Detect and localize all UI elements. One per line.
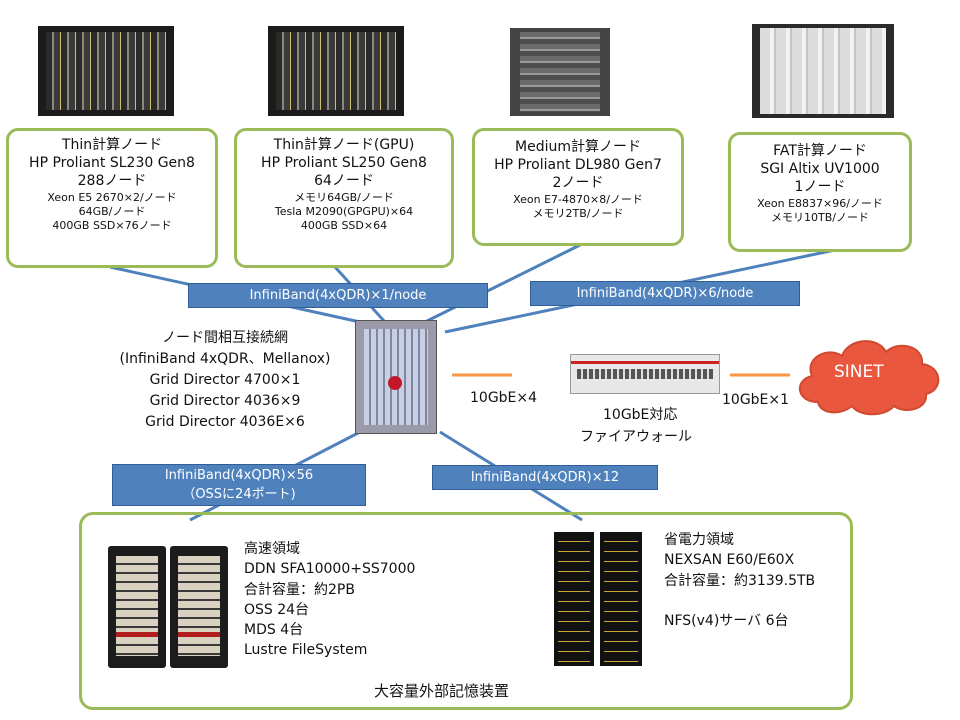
infiniband-switch-image xyxy=(355,320,437,434)
fast-storage-description: 高速領域 DDN SFA10000+SS7000 合計容量：約2PB OSS 2… xyxy=(244,539,415,661)
gpu-node-box: Thin計算ノード(GPU) HP Proliant SL250 Gen8 64… xyxy=(234,128,454,268)
eco-storage-spacer xyxy=(664,591,815,611)
link-medium-to-switch xyxy=(424,243,581,324)
interconnect-switch: Grid Director 4036×9 xyxy=(149,393,301,409)
nexsan-rack-image xyxy=(554,532,594,666)
ib-label-top-left: InfiniBand(4xQDR)×1/node xyxy=(188,283,488,308)
eco-storage-title: 省電力領域 xyxy=(664,532,734,548)
medium-node-box: Medium計算ノード HP Proliant DL980 Gen7 2ノード … xyxy=(472,128,684,246)
interconnect-description: ノード間相互接続網 (InfiniBand 4xQDR、Mellanox) Gr… xyxy=(100,328,350,433)
fast-storage-fs: Lustre FileSystem xyxy=(244,642,368,659)
node-detail: 400GB SSD×76ノード xyxy=(52,219,172,233)
node-detail: Xeon E5 2670×2/ノード xyxy=(47,190,177,204)
ib-label-bottom-right: InfiniBand(4xQDR)×12 xyxy=(432,465,658,490)
node-count: 2ノード xyxy=(552,175,604,192)
interconnect-switch: Grid Director 4700×1 xyxy=(149,372,301,388)
node-model: HP Proliant SL230 Gen8 xyxy=(29,155,195,172)
fast-storage-mds: MDS 4台 xyxy=(244,622,304,639)
node-model: HP Proliant SL250 Gen8 xyxy=(261,155,427,172)
gpu-node-rack-photo xyxy=(268,26,404,116)
ib-label-top-right: InfiniBand(4xQDR)×6/node xyxy=(530,281,800,306)
storage-caption: 大容量外部記憶装置 xyxy=(374,682,510,700)
sinet-cloud-icon xyxy=(799,340,940,416)
eco-storage-capacity: 合計容量：約3139.5TB xyxy=(664,572,816,589)
fat-node-rack-photo xyxy=(752,24,894,118)
fast-storage-title: 高速領域 xyxy=(244,541,300,557)
sinet-label: SINET xyxy=(834,362,884,382)
ib-label-bottom-left-line2: （OSSに24ポート) xyxy=(182,487,296,502)
node-detail: Tesla M2090(GPGPU)×64 xyxy=(274,204,414,218)
eth-label-right: 10GbE×1 xyxy=(722,392,790,408)
interconnect-title: ノード間相互接続網 xyxy=(162,330,288,346)
node-detail: メモリ2TB/ノード xyxy=(532,206,624,220)
ddn-rack-image xyxy=(170,546,228,668)
eth-label-left: 10GbE×4 xyxy=(470,390,538,406)
ib-label-bottom-left-line1: InfiniBand(4xQDR)×56 xyxy=(164,468,314,483)
thin-node-rack-photo xyxy=(38,26,174,116)
storage-container xyxy=(79,512,853,710)
node-title: Thin計算ノード(GPU) xyxy=(273,137,415,153)
nexsan-rack-image xyxy=(600,532,642,666)
medium-node-rack-photo xyxy=(510,28,610,116)
node-title: Medium計算ノード xyxy=(515,139,641,155)
mellanox-logo-icon xyxy=(388,376,402,390)
node-detail: メモリ64GB/ノード xyxy=(294,190,394,204)
node-detail: Xeon E7-4870×8/ノード xyxy=(513,192,643,206)
firewall-label-2: ファイアウォール xyxy=(580,429,692,445)
node-detail: 400GB SSD×64 xyxy=(300,219,388,233)
ib-label-bottom-left: InfiniBand(4xQDR)×56 （OSSに24ポート) xyxy=(112,464,366,506)
node-title: Thin計算ノード xyxy=(61,137,163,153)
fast-storage-capacity: 合計容量：約2PB xyxy=(244,581,355,598)
interconnect-vendor: (InfiniBand 4xQDR、Mellanox) xyxy=(119,351,331,367)
node-detail: メモリ10TB/ノード xyxy=(771,210,869,224)
interconnect-switch: Grid Director 4036E×6 xyxy=(145,414,305,430)
node-count: 1ノード xyxy=(794,179,846,196)
fat-node-box: FAT計算ノード SGI Altix UV1000 1ノード Xeon E883… xyxy=(728,132,912,252)
firewall-image xyxy=(570,354,720,394)
eco-storage-model: NEXSAN E60/E60X xyxy=(664,552,795,569)
node-model: SGI Altix UV1000 xyxy=(760,161,880,178)
eco-storage-description: 省電力領域 NEXSAN E60/E60X 合計容量：約3139.5TB NFS… xyxy=(664,530,815,631)
thin-node-box: Thin計算ノード HP Proliant SL230 Gen8 288ノード … xyxy=(6,128,218,268)
node-detail: Xeon E8837×96/ノード xyxy=(757,196,883,210)
ddn-rack-image xyxy=(108,546,166,668)
node-count: 64ノード xyxy=(314,173,374,190)
firewall-label-1: 10GbE対応 xyxy=(603,407,678,423)
node-title: FAT計算ノード xyxy=(773,143,867,159)
node-count: 288ノード xyxy=(77,173,147,190)
node-model: HP Proliant DL980 Gen7 xyxy=(494,157,662,174)
node-detail: 64GB/ノード xyxy=(78,204,146,218)
eco-storage-nfs: NFS(v4)サーバ 6台 xyxy=(664,612,789,629)
fast-storage-model: DDN SFA10000+SS7000 xyxy=(244,561,416,578)
fast-storage-oss: OSS 24台 xyxy=(244,601,310,618)
